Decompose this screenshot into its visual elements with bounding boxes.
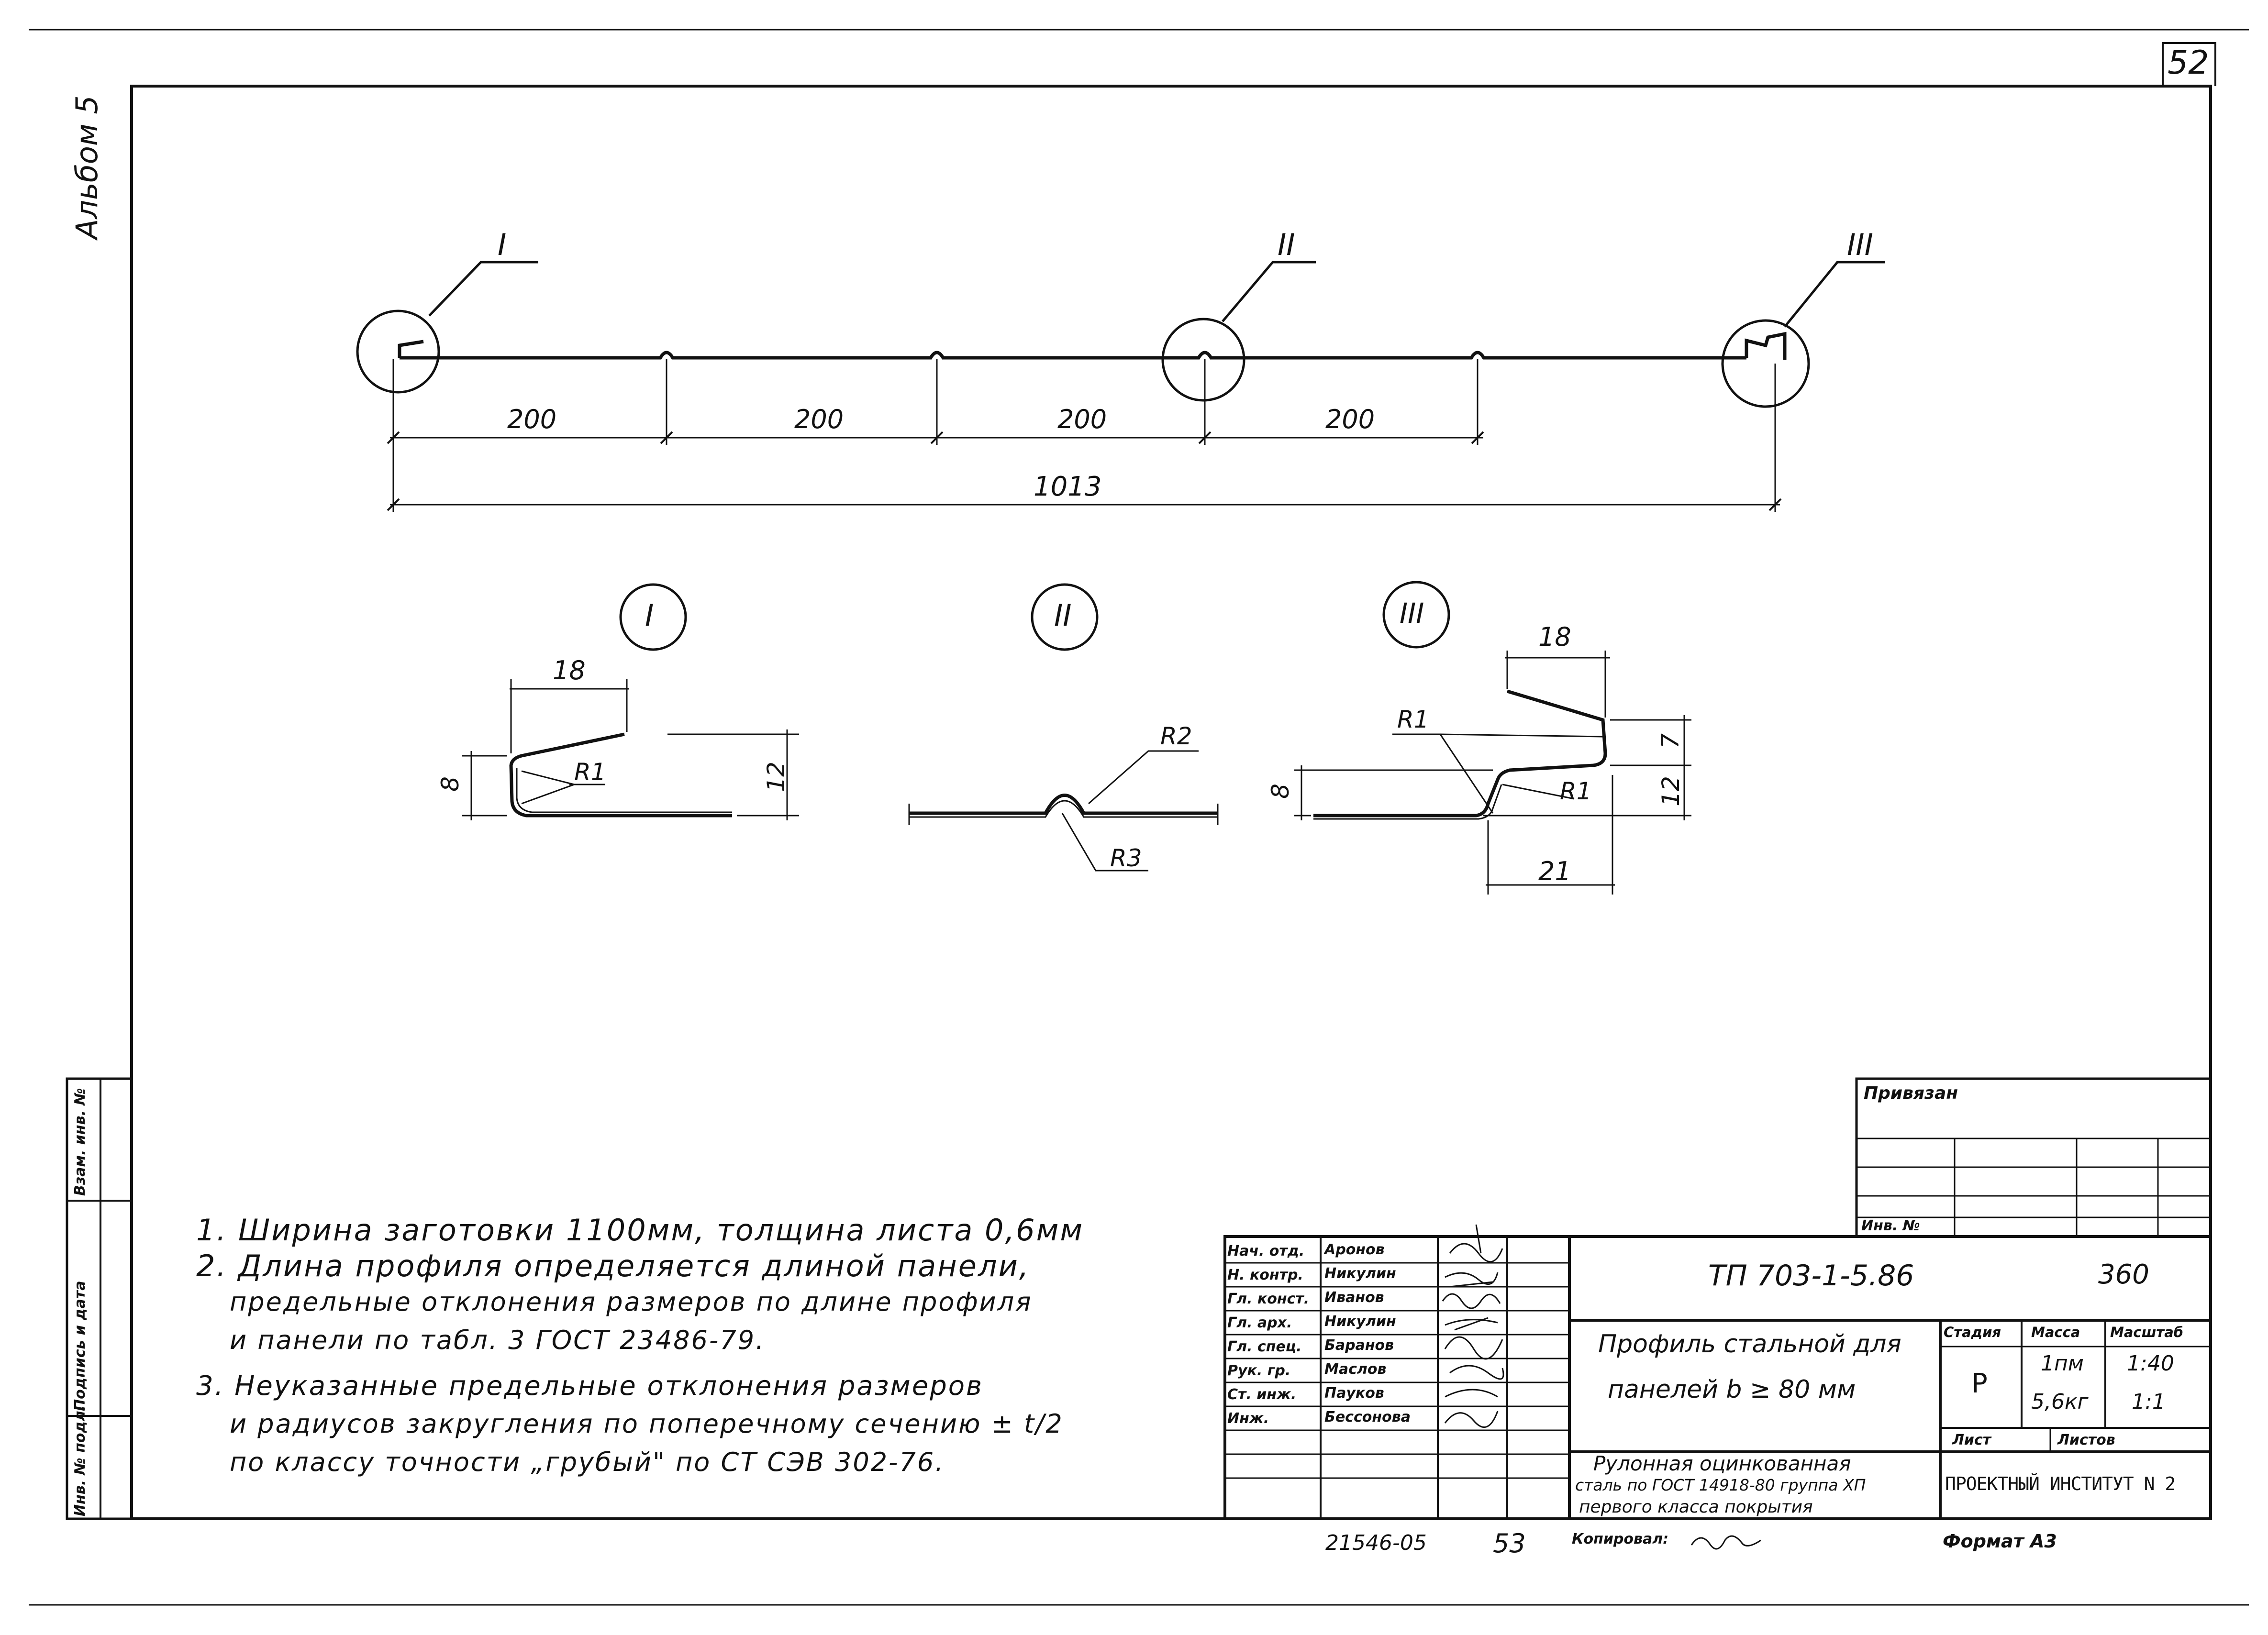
name-5: Маслов bbox=[1324, 1361, 1387, 1378]
scale-value-1: 1:40 bbox=[2127, 1351, 2174, 1376]
detail-i-radius: R1 bbox=[574, 758, 606, 786]
header-sheets: Листов bbox=[2057, 1432, 2115, 1448]
callout-label-i: I bbox=[498, 227, 507, 262]
detail-label-i: I bbox=[645, 598, 654, 633]
header-mass: Масса bbox=[2031, 1324, 2080, 1340]
detail-iii-profile bbox=[1313, 689, 1607, 818]
detail-iii-width-bottom: 21 bbox=[1538, 856, 1571, 886]
note-3: 3. Неуказанные предельные отклонения раз… bbox=[196, 1370, 984, 1402]
role-4: Гл. спец. bbox=[1227, 1338, 1302, 1355]
note-2-cont-a: предельные отклонения размеров по длине … bbox=[230, 1287, 1033, 1317]
detail-ii-radius-bottom: R3 bbox=[1110, 844, 1142, 872]
bottom-number: 53 bbox=[1493, 1528, 1526, 1558]
detail-circle-i bbox=[619, 583, 687, 651]
document-number: 360 bbox=[2098, 1259, 2149, 1290]
role-0: Нач. отд. bbox=[1227, 1243, 1305, 1259]
binding-label: Привязан bbox=[1864, 1083, 1958, 1103]
mass-value-1: 1пм bbox=[2041, 1351, 2084, 1376]
role-2: Гл. конст. bbox=[1227, 1291, 1310, 1307]
name-2: Иванов bbox=[1324, 1289, 1384, 1306]
copied-label: Копировал: bbox=[1572, 1531, 1669, 1547]
callout-circle-iii bbox=[1721, 319, 1810, 408]
title-line-2: панелей b ≥ 80 мм bbox=[1608, 1375, 1856, 1404]
name-3: Никулин bbox=[1324, 1313, 1396, 1330]
callout-label-iii: III bbox=[1847, 227, 1873, 262]
header-stage: Стадия bbox=[1944, 1324, 2001, 1340]
detail-iii-radius-bottom: R1 bbox=[1560, 777, 1592, 805]
detail-circle-ii bbox=[1031, 583, 1099, 651]
name-6: Пауков bbox=[1324, 1385, 1384, 1402]
dimension-200-4: 200 bbox=[1325, 404, 1375, 434]
note-3-cont-a: и радиусов закругления по поперечному се… bbox=[230, 1409, 1064, 1439]
material-line-3: первого класса покрытия bbox=[1579, 1497, 1813, 1517]
binding-inv-label: Инв. № bbox=[1861, 1217, 1920, 1234]
title-line-1: Профиль стальной для bbox=[1598, 1330, 1901, 1359]
note-1: 1. Ширина заготовки 1100мм, толщина лист… bbox=[196, 1213, 1084, 1248]
role-5: Рук. гр. bbox=[1227, 1362, 1291, 1379]
detail-i-width: 18 bbox=[553, 655, 586, 685]
note-3-cont-b: по классу точности „грубый" по СТ СЭВ 30… bbox=[230, 1447, 945, 1477]
role-3: Гл. арх. bbox=[1227, 1315, 1292, 1331]
stage-value: Р bbox=[1971, 1368, 1988, 1399]
detail-label-ii: II bbox=[1054, 598, 1072, 633]
organization-name: ПРОЕКТНЫЙ ИНСТИТУТ N 2 bbox=[1945, 1473, 2176, 1494]
role-1: Н. контр. bbox=[1227, 1267, 1303, 1283]
detail-label-iii: III bbox=[1400, 597, 1424, 630]
callout-circle-i bbox=[356, 309, 440, 394]
dimension-200-1: 200 bbox=[507, 404, 557, 434]
detail-i-profile bbox=[509, 732, 732, 818]
role-7: Инж. bbox=[1227, 1410, 1269, 1427]
dimension-total: 1013 bbox=[1034, 471, 1102, 502]
note-2-cont-b: и панели по табл. 3 ГОСТ 23486-79. bbox=[230, 1325, 766, 1355]
note-2: 2. Длина профиля определяется длиной пан… bbox=[196, 1248, 1030, 1283]
detail-iii-radius-top: R1 bbox=[1397, 706, 1429, 733]
name-4: Баранов bbox=[1324, 1337, 1394, 1354]
mass-value-2: 5,6кг bbox=[2031, 1390, 2089, 1414]
detail-circle-iii bbox=[1382, 581, 1450, 649]
bottom-code: 21546-05 bbox=[1325, 1531, 1427, 1555]
scale-value-2: 1:1 bbox=[2132, 1390, 2166, 1414]
dimension-200-2: 200 bbox=[794, 404, 844, 434]
material-line-1: Рулонная оцинкованная bbox=[1593, 1452, 1851, 1475]
copied-signature bbox=[1690, 1535, 1761, 1550]
document-code: ТП 703-1-5.86 bbox=[1708, 1259, 1914, 1293]
callout-label-ii: II bbox=[1278, 227, 1295, 262]
name-7: Бессонова bbox=[1324, 1409, 1411, 1425]
dimension-200-3: 200 bbox=[1057, 404, 1107, 434]
material-line-2: сталь по ГОСТ 14918-80 группа ХП bbox=[1575, 1476, 1866, 1494]
sheet-number: 52 bbox=[2168, 44, 2209, 82]
name-0: Аронов bbox=[1324, 1241, 1385, 1258]
detail-ii-radius-top: R2 bbox=[1160, 722, 1192, 750]
format-label: Формат А3 bbox=[1943, 1531, 2057, 1552]
detail-ii-profile bbox=[909, 794, 1218, 815]
header-scale: Масштаб bbox=[2110, 1324, 2184, 1340]
header-sheet: Лист bbox=[1952, 1432, 1991, 1448]
detail-iii-width-top: 18 bbox=[1538, 622, 1571, 652]
callout-circle-ii bbox=[1161, 318, 1245, 402]
name-1: Никулин bbox=[1324, 1265, 1396, 1282]
role-6: Ст. инж. bbox=[1227, 1386, 1297, 1403]
